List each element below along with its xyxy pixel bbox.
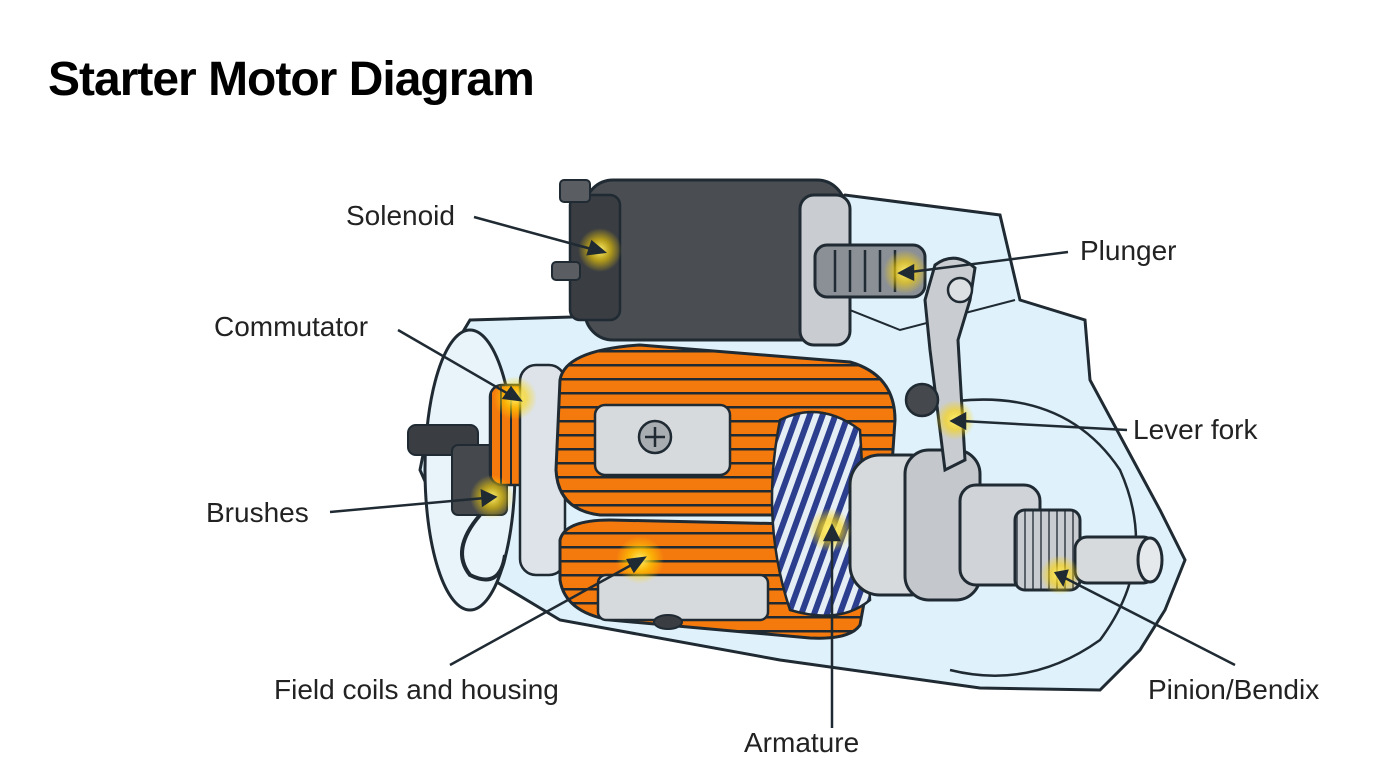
label-plunger: Plunger <box>1080 235 1177 266</box>
terminal-top <box>559 179 591 203</box>
terminal-bottom <box>551 261 581 281</box>
label-lever-fork: Lever fork <box>1133 414 1258 445</box>
leader-field-coils <box>449 561 636 667</box>
pole-shoe-lower <box>596 573 770 622</box>
lever-pin <box>946 276 974 304</box>
leader-pinion <box>1064 576 1236 667</box>
lever-fork <box>923 256 977 473</box>
label-field-coils: Field coils and housing <box>274 674 559 705</box>
leader-brushes <box>329 496 486 514</box>
label-armature: Armature <box>744 727 860 758</box>
label-pinion: Pinion/Bendix <box>1148 674 1320 705</box>
pivot-bolt <box>904 382 940 418</box>
shaft-end <box>1136 536 1164 584</box>
page-title: Starter Motor Diagram <box>48 53 535 106</box>
label-commutator: Commutator <box>214 311 369 342</box>
leader-solenoid <box>473 215 596 252</box>
label-solenoid: Solenoid <box>346 200 455 231</box>
leader-commutator <box>397 328 513 398</box>
leader-lever-fork <box>961 419 1128 432</box>
housing-bolt <box>653 614 683 630</box>
leader-plunger <box>909 250 1069 274</box>
brush-wire <box>460 513 507 582</box>
label-brushes: Brushes <box>206 497 309 528</box>
